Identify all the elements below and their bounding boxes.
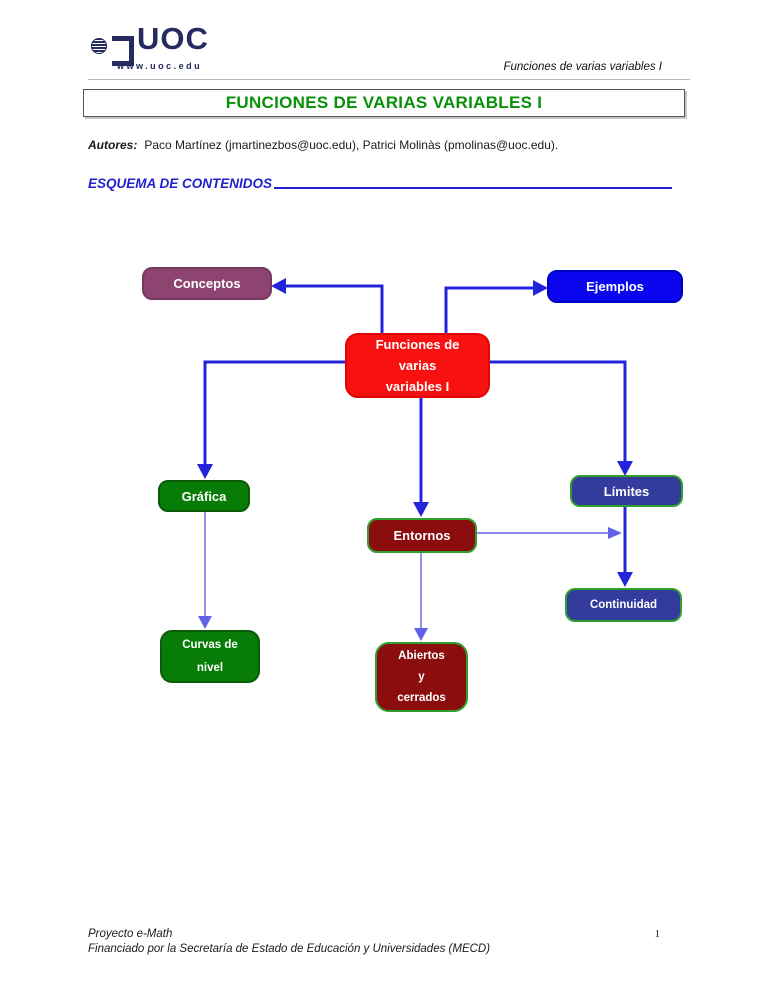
node-label-line: Abiertos [398,649,445,662]
section-heading-underline [274,187,672,189]
arrow-funciones-to-ejemplos [444,286,534,333]
arrowhead-grafica [197,464,213,479]
arrowhead-ejemplos [533,280,548,296]
arrowhead-continuidad [617,572,633,587]
section-heading-text: ESQUEMA DE CONTENIDOS [88,176,273,191]
arrowhead-limites [617,461,633,476]
arrowhead-limites-link [608,527,622,539]
uoc-logo: UOC www.uoc.edu [88,21,218,76]
arrowhead-curvas [198,616,212,629]
node-label-line: varias [398,358,437,373]
node-limites: Límites [570,475,683,507]
node-grafica: Gráfica [158,480,250,512]
arrow-funciones-to-grafica [203,360,345,466]
globe-icon [91,38,107,54]
authors-label: Autores: [88,138,138,152]
arrowhead-abiertos [414,628,428,641]
logo-url-text: www.uoc.edu [117,61,203,71]
authors-line: Autores: Paco Martínez (jmartinezbos@uoc.… [88,138,558,152]
node-label-line: Funciones de [375,337,460,352]
node-label: Ejemplos [586,279,644,294]
node-label: Continuidad [589,599,658,611]
node-entornos: Entornos [367,518,477,553]
node-label-line: variables I [385,379,450,394]
node-continuidad: Continuidad [565,588,682,622]
arrowhead-conceptos [271,278,286,294]
page-number: 1 [654,928,661,940]
node-label: Entornos [393,528,451,543]
section-heading: ESQUEMA DE CONTENIDOS [88,176,672,191]
node-conceptos: Conceptos [142,267,272,300]
node-label-line: y [418,670,425,683]
node-funciones-de-varias-variables: Funciones de varias variables I [345,333,490,398]
logo-brand-text: UOC [137,21,209,56]
running-header-title: Funciones de varias variables I [503,61,662,73]
node-curvas-de-nivel: Curvas de nivel [160,630,260,683]
arrowhead-entornos [413,502,429,517]
node-label: Conceptos [173,276,241,291]
page-title: FUNCIONES DE VARIAS VARIABLES I [83,89,685,117]
node-label: Gráfica [181,488,227,504]
footer-funding-line: Financiado por la Secretaría de Estado d… [88,943,491,955]
node-label: Límites [603,483,650,499]
arrow-funciones-to-limites [490,360,627,463]
header-divider [88,79,690,80]
node-abiertos-y-cerrados: Abiertos y cerrados [375,642,468,712]
node-label-line: Curvas de [182,638,238,651]
authors-names: Paco Martínez (jmartinezbos@uoc.edu), Pa… [144,138,559,152]
node-label-line: nivel [196,661,224,674]
bracket-icon [112,36,134,66]
footer-project-name: Proyecto e-Math [88,928,173,940]
node-label-line: cerrados [397,691,446,704]
node-ejemplos: Ejemplos [547,270,683,303]
arrow-funciones-to-conceptos [285,284,384,333]
